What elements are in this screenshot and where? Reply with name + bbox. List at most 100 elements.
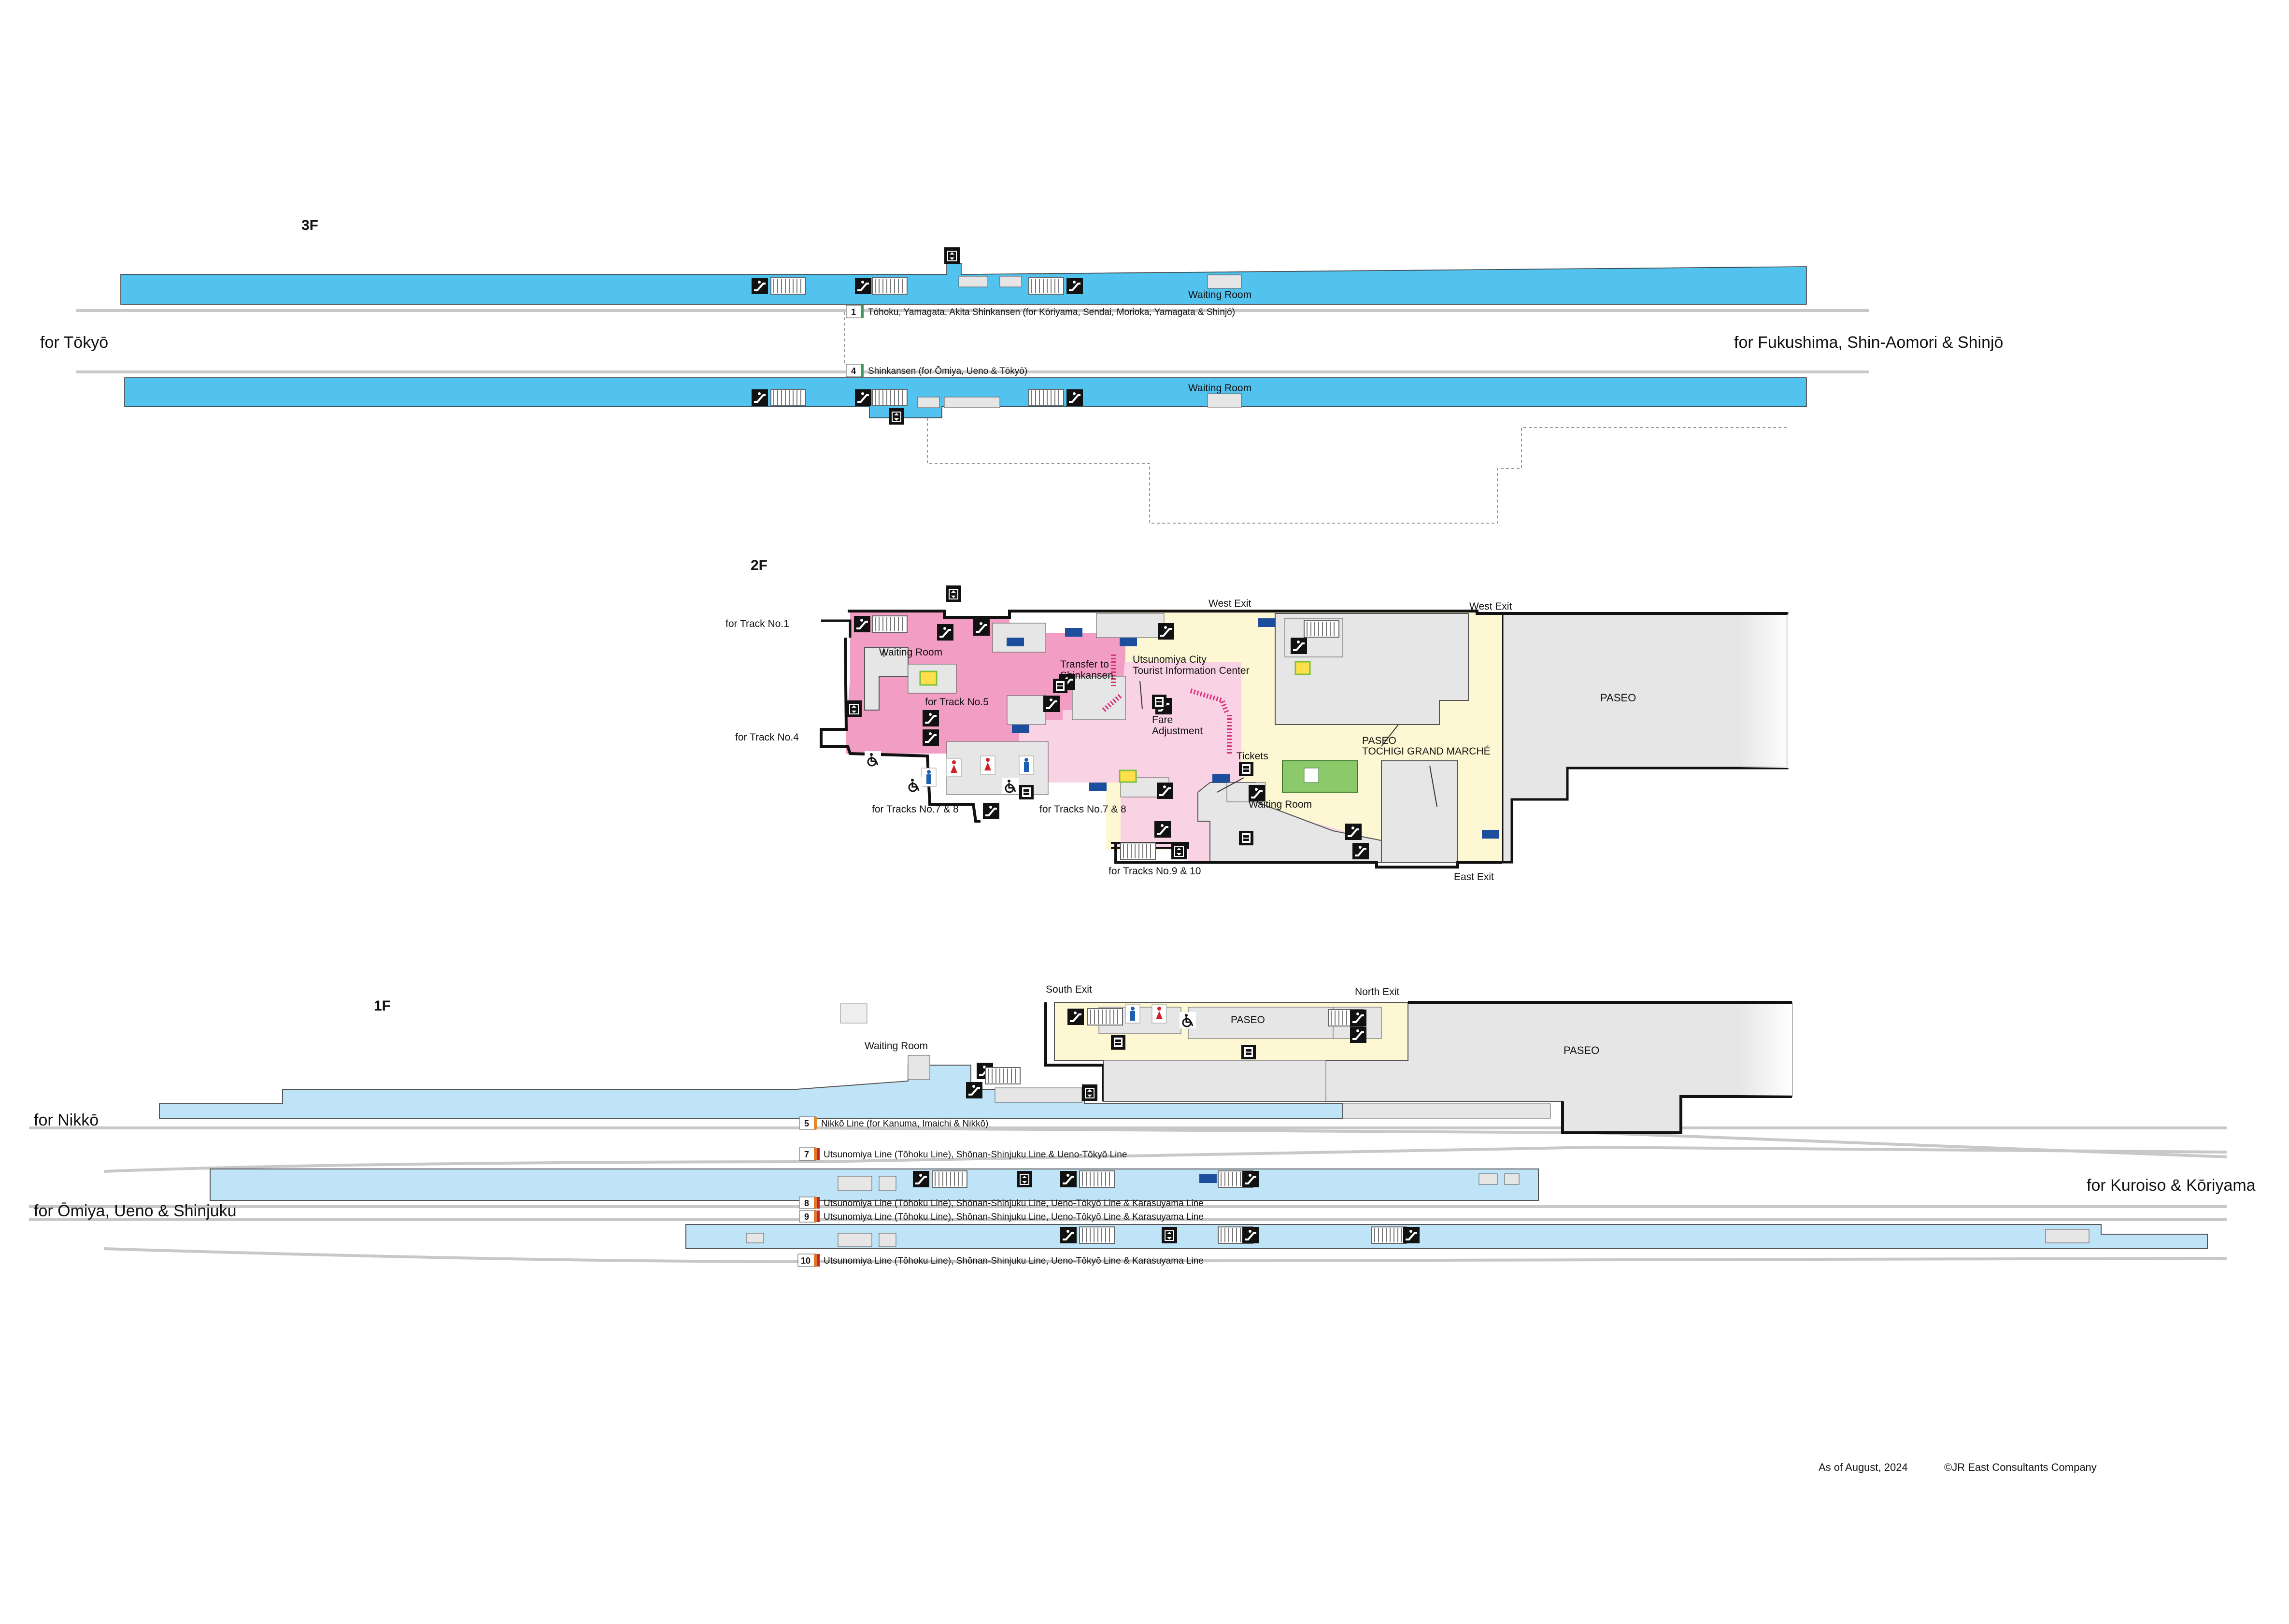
- stairs-icon[interactable]: [985, 1067, 1021, 1084]
- escalator-icon[interactable]: [936, 623, 954, 641]
- escalator-icon[interactable]: [1059, 1170, 1078, 1188]
- escalator-icon[interactable]: [1241, 1170, 1260, 1188]
- elevator-icon[interactable]: [944, 247, 960, 264]
- wheelchair-icon[interactable]: [1179, 1011, 1197, 1029]
- escalator-icon[interactable]: [1153, 820, 1172, 839]
- svg-text:Nikkō Line (for Kanuma, Imaich: Nikkō Line (for Kanuma, Imaichi & Nikkō): [821, 1119, 988, 1129]
- escalator-icon[interactable]: [1042, 695, 1061, 713]
- shop-icon[interactable]: [1120, 638, 1137, 646]
- restroom-women-icon[interactable]: [946, 758, 962, 777]
- stairs-icon[interactable]: [1028, 389, 1064, 406]
- platform-block: [1504, 1173, 1520, 1185]
- escalator-icon[interactable]: [1157, 622, 1175, 641]
- escalator-icon[interactable]: [1066, 1008, 1085, 1026]
- stairs-icon[interactable]: [1371, 1226, 1407, 1244]
- coin-locker-icon[interactable]: [1111, 1035, 1125, 1050]
- fare-adjustment-label-2: Adjustment: [1152, 726, 1203, 737]
- escalator-icon[interactable]: [751, 277, 769, 295]
- shop-icon[interactable]: [1089, 783, 1107, 791]
- stairs-icon[interactable]: [1087, 1008, 1123, 1026]
- restroom-men-icon[interactable]: [921, 768, 937, 787]
- stairs-icon[interactable]: [1304, 620, 1339, 638]
- coin-locker-icon[interactable]: [1239, 831, 1253, 845]
- escalator-icon[interactable]: [853, 615, 871, 633]
- stairs-icon[interactable]: [872, 615, 908, 633]
- escalator-icon[interactable]: [854, 388, 872, 407]
- ticket-icon[interactable]: [1152, 695, 1166, 709]
- escalator-icon[interactable]: [1241, 1226, 1260, 1244]
- stairs-icon[interactable]: [1079, 1170, 1115, 1188]
- coin-locker-icon[interactable]: [1241, 1045, 1256, 1059]
- escalator-icon[interactable]: [751, 388, 769, 407]
- escalator-icon[interactable]: [1351, 842, 1370, 860]
- tourist-info-icon[interactable]: [1304, 768, 1319, 783]
- escalator-icon[interactable]: [922, 728, 940, 747]
- wheelchair-icon[interactable]: [864, 750, 882, 769]
- stairs-icon[interactable]: [1120, 842, 1156, 860]
- waiting-room-label: Waiting Room: [879, 647, 942, 658]
- escalator-icon[interactable]: [1066, 388, 1084, 407]
- shop-icon[interactable]: [1199, 1174, 1217, 1183]
- shop-icon[interactable]: [1212, 774, 1230, 783]
- restroom-women-icon[interactable]: [1152, 1004, 1167, 1024]
- west-exit-label: West Exit: [1208, 598, 1251, 609]
- platform-block: [838, 1233, 872, 1247]
- direction-omiya: for Ōmiya, Ueno & Shinjuku: [34, 1202, 237, 1220]
- stairs-icon[interactable]: [872, 277, 908, 295]
- escalator-icon[interactable]: [1290, 637, 1308, 655]
- atm-icon[interactable]: [919, 670, 938, 686]
- escalator-icon[interactable]: [1059, 1226, 1078, 1244]
- escalator-icon[interactable]: [1349, 1026, 1367, 1044]
- wheelchair-icon[interactable]: [905, 776, 923, 794]
- platform-block: [2045, 1229, 2090, 1243]
- elevator-icon[interactable]: [888, 408, 905, 425]
- stairs-icon[interactable]: [770, 389, 806, 406]
- shop-icon[interactable]: [1012, 725, 1029, 733]
- interior-block: [1381, 760, 1458, 863]
- escalator-icon[interactable]: [982, 802, 1000, 820]
- escalator-icon[interactable]: [922, 709, 940, 727]
- shop-icon[interactable]: [1258, 618, 1276, 627]
- track-label-5: 5 Nikkō Line (for Kanuma, Imaichi & Nikk…: [799, 1116, 988, 1130]
- ticket-icon[interactable]: [1239, 762, 1253, 776]
- stairs-icon[interactable]: [1079, 1226, 1115, 1244]
- escalator-icon[interactable]: [854, 277, 872, 295]
- atm-icon[interactable]: [1119, 769, 1137, 783]
- restroom-men-icon[interactable]: [1019, 755, 1034, 775]
- coin-locker-icon[interactable]: [1019, 785, 1034, 799]
- shop-icon[interactable]: [1007, 638, 1024, 646]
- escalator-icon[interactable]: [1344, 823, 1363, 841]
- shop-icon[interactable]: [1482, 830, 1499, 839]
- waiting-room-label: Waiting Room: [1188, 383, 1251, 394]
- elevator-icon[interactable]: [1081, 1084, 1098, 1101]
- shop-icon[interactable]: [1065, 628, 1082, 637]
- escalator-icon[interactable]: [1066, 277, 1084, 295]
- elevator-icon[interactable]: [1161, 1226, 1178, 1244]
- as-of-date: As of August, 2024: [1819, 1461, 1908, 1473]
- escalator-icon[interactable]: [912, 1170, 930, 1188]
- elevator-icon[interactable]: [945, 585, 962, 602]
- wall-outline: [1561, 1095, 1792, 1134]
- restroom-men-icon[interactable]: [1125, 1004, 1140, 1024]
- wheelchair-icon[interactable]: [1001, 777, 1020, 795]
- escalator-icon[interactable]: [1156, 782, 1174, 800]
- elevator-icon[interactable]: [846, 700, 862, 717]
- tourist-info-icon[interactable]: [840, 1003, 867, 1024]
- room-block: [958, 276, 988, 287]
- escalator-icon[interactable]: [1402, 1226, 1421, 1244]
- stairs-icon[interactable]: [872, 389, 908, 406]
- escalator-icon[interactable]: [965, 1081, 983, 1099]
- stairs-icon[interactable]: [770, 277, 806, 295]
- atm-icon[interactable]: [1294, 661, 1311, 675]
- elevator-icon[interactable]: [1016, 1170, 1033, 1188]
- stairs-icon[interactable]: [932, 1170, 967, 1188]
- escalator-icon[interactable]: [972, 618, 991, 637]
- elevator-icon[interactable]: [1171, 842, 1187, 860]
- escalator-icon[interactable]: [1349, 1009, 1367, 1027]
- direction-tokyo: for Tōkyō: [40, 333, 108, 352]
- stairs-icon[interactable]: [1028, 277, 1064, 295]
- svg-text:9: 9: [804, 1212, 809, 1222]
- floor-title-3f: 3F: [301, 217, 318, 233]
- track-line-7: [103, 1145, 2227, 1173]
- restroom-women-icon[interactable]: [980, 755, 995, 775]
